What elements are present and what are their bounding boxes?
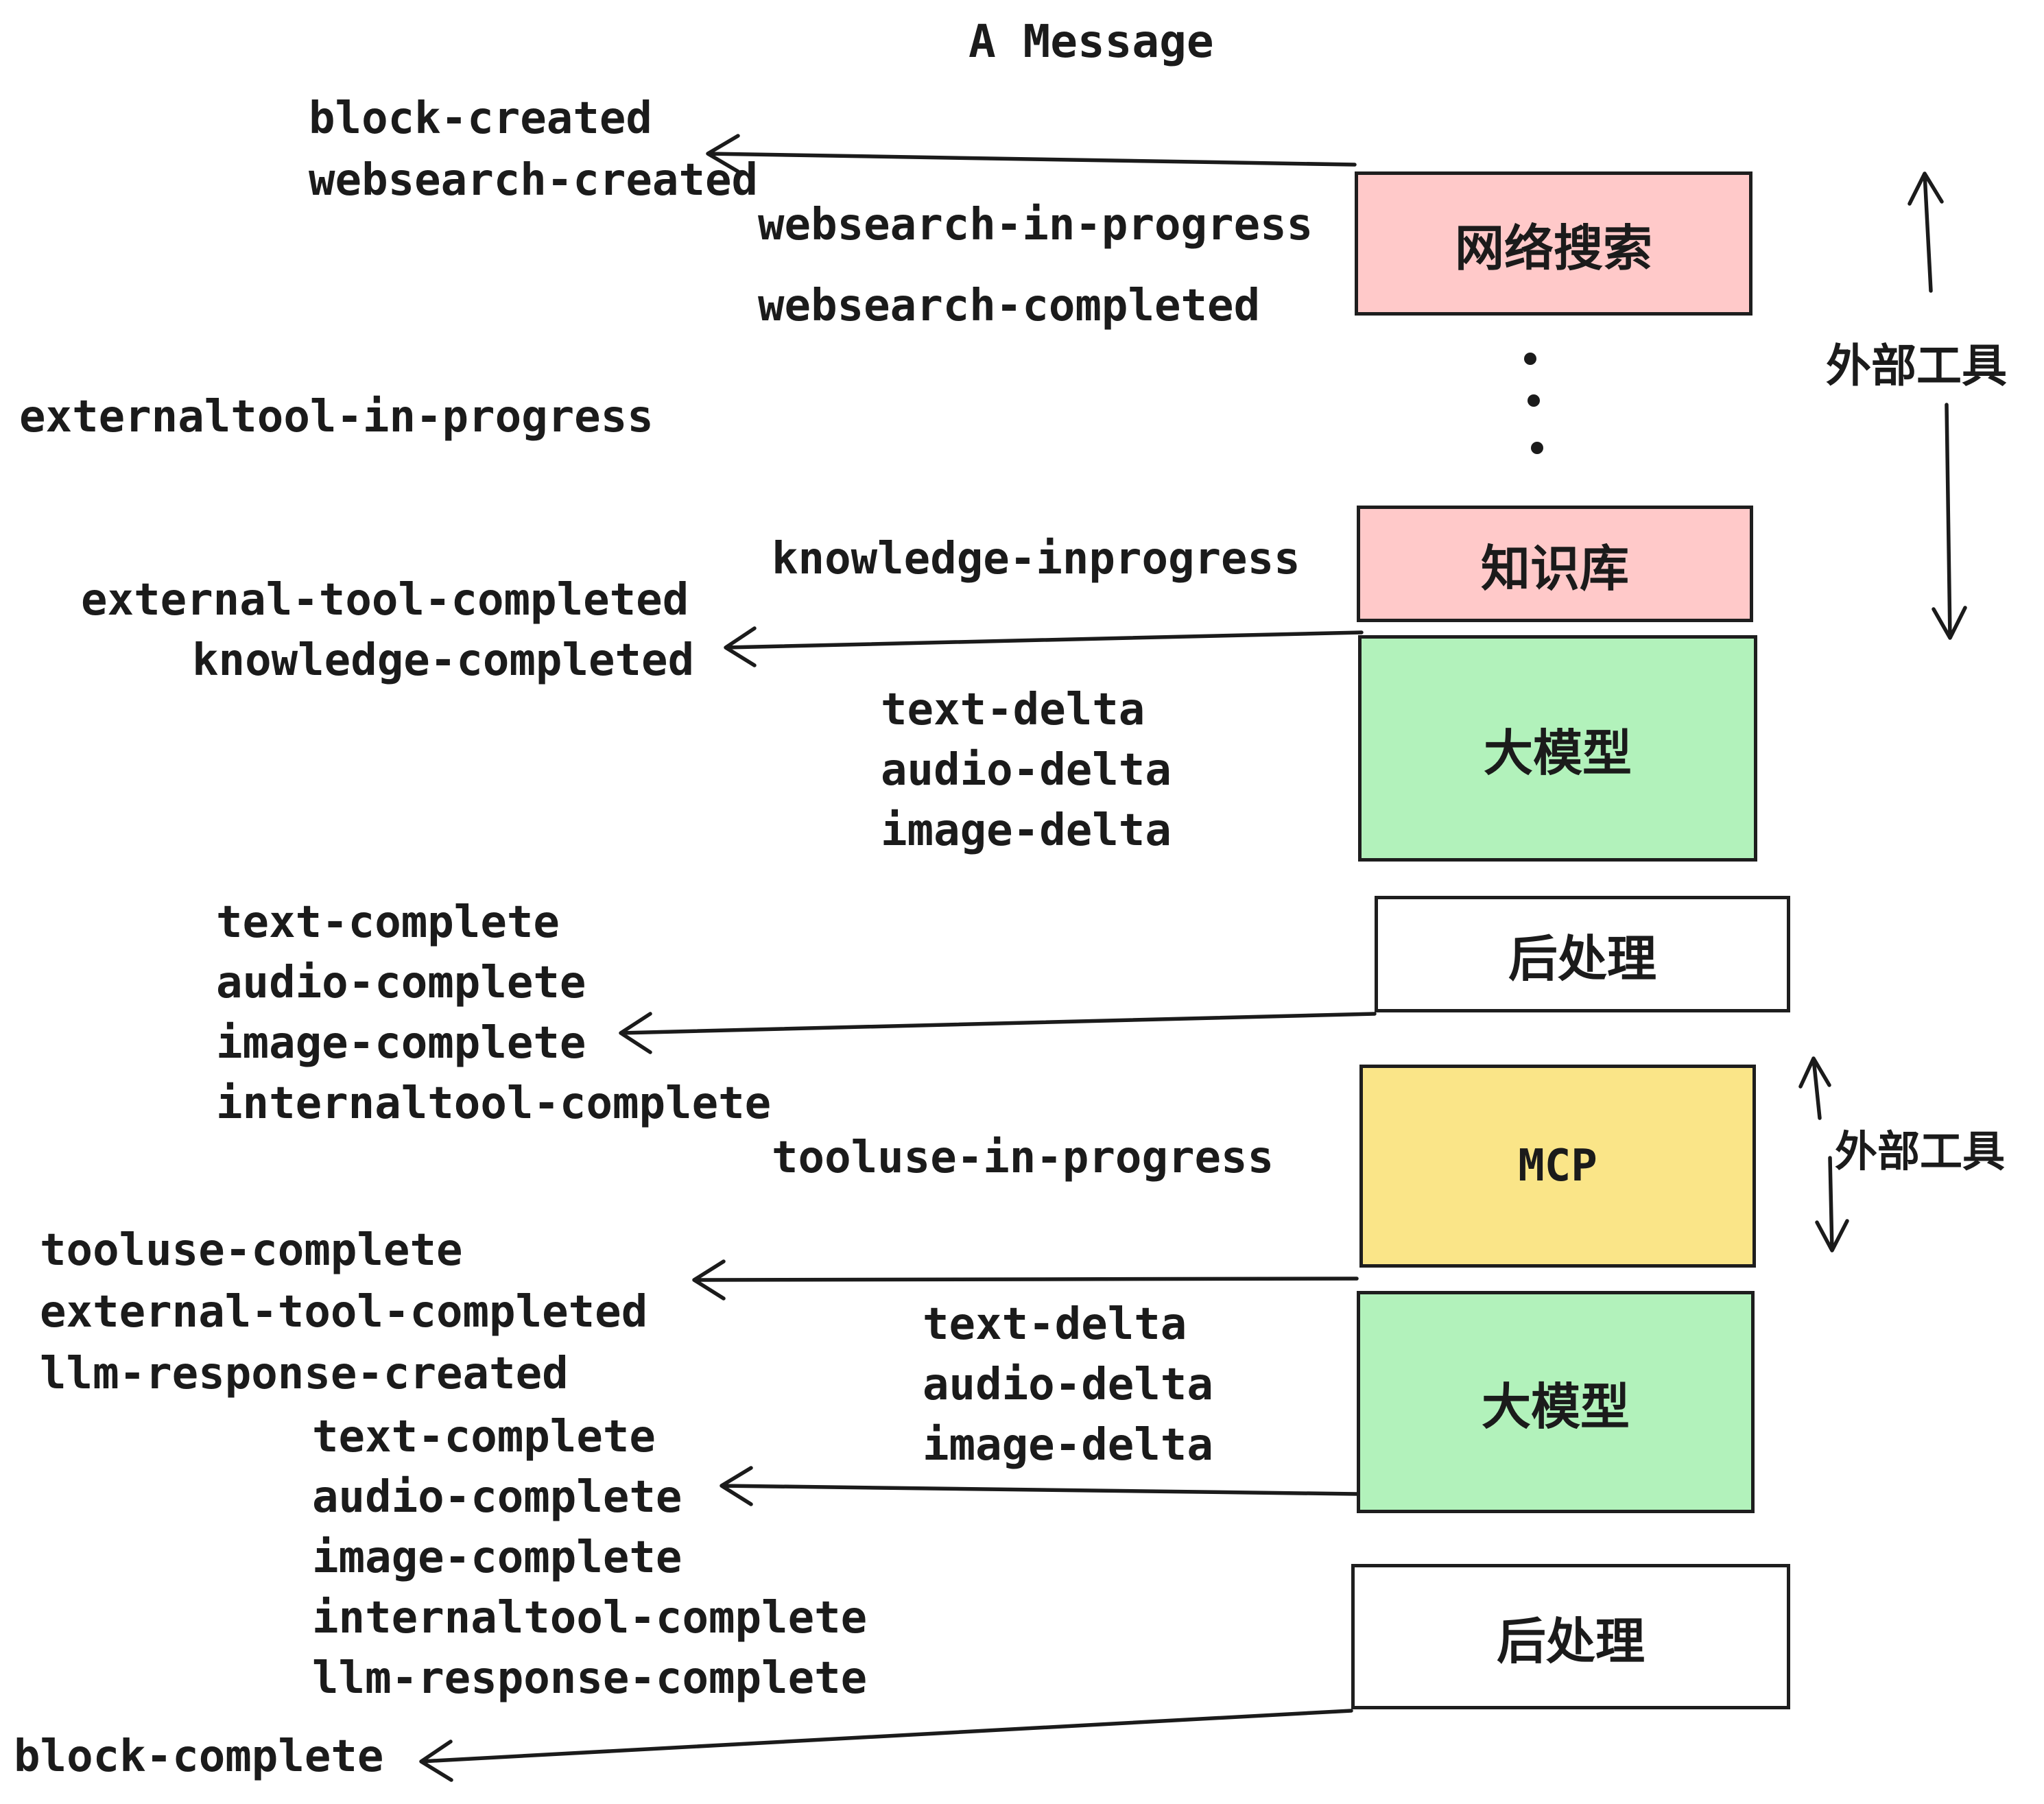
arrow-external-tools-down-2 <box>1815 1156 1849 1253</box>
event-text-complete-1: text-complete <box>216 897 560 948</box>
event-image-delta-1: image-delta <box>881 805 1172 856</box>
box-postprocess-2: 后处理 <box>1351 1564 1790 1709</box>
event-llm-response-complete: llm-response-complete <box>312 1653 868 1704</box>
event-external-tool-completed: external-tool-completed <box>81 575 689 626</box>
event-externaltool-in-progress: externaltool-in-progress <box>19 392 654 442</box>
arrow-block-complete <box>419 1709 1353 1782</box>
event-tooluse-complete: tooluse-complete <box>40 1225 463 1276</box>
arrow-external-tools-up-1 <box>1908 171 1944 293</box>
event-text-delta-1: text-delta <box>881 685 1145 735</box>
event-websearch-in-progress: websearch-in-progress <box>758 200 1314 250</box>
event-websearch-created: websearch-created <box>309 155 759 206</box>
event-audio-complete-2: audio-complete <box>312 1472 682 1523</box>
event-image-complete-1: image-complete <box>216 1018 586 1069</box>
event-external-tool-completed-2: external-tool-completed <box>40 1287 648 1338</box>
arrow-external-tools-up-2 <box>1798 1056 1831 1120</box>
event-audio-delta-1: audio-delta <box>881 745 1172 796</box>
arrow-external-tools-down-1 <box>1932 403 1967 640</box>
arrow-complete-list-2 <box>720 1466 1359 1506</box>
event-block-complete: block-complete <box>14 1731 384 1782</box>
event-knowledge-inprogress: knowledge-inprogress <box>772 534 1300 584</box>
box-knowledge-base: 知识库 <box>1357 506 1753 622</box>
event-internaltool-complete-2: internaltool-complete <box>312 1593 868 1643</box>
event-knowledge-completed: knowledge-completed <box>192 635 695 686</box>
label-external-tools-top: 外部工具 <box>1826 340 2007 392</box>
box-llm-2: 大模型 <box>1357 1291 1755 1513</box>
event-image-delta-2: image-delta <box>923 1420 1213 1471</box>
arrow-tooluse-complete <box>692 1259 1359 1301</box>
event-text-complete-2: text-complete <box>312 1412 656 1462</box>
box-llm-1: 大模型 <box>1358 635 1757 862</box>
arrow-knowledge-completed <box>724 626 1364 667</box>
event-llm-response-created: llm-response-created <box>40 1349 569 1399</box>
arrow-websearch-created <box>706 134 1357 174</box>
event-audio-delta-2: audio-delta <box>923 1360 1213 1410</box>
event-tooluse-in-progress: tooluse-in-progress <box>772 1132 1274 1183</box>
event-image-complete-2: image-complete <box>312 1532 682 1583</box>
box-mcp: MCP <box>1359 1065 1756 1268</box>
box-websearch: 网络搜索 <box>1355 171 1752 316</box>
event-internaltool-complete-1: internaltool-complete <box>216 1078 772 1129</box>
ellipsis-dots <box>1524 353 1543 454</box>
label-external-tools-bottom: 外部工具 <box>1835 1126 2006 1176</box>
event-block-created: block-created <box>309 93 652 144</box>
box-postprocess-1: 后处理 <box>1375 896 1790 1012</box>
event-websearch-completed: websearch-completed <box>758 281 1261 331</box>
diagram-title: A Message <box>968 15 1214 68</box>
event-text-delta-2: text-delta <box>923 1299 1187 1350</box>
arrow-complete-list-1 <box>619 1012 1377 1054</box>
event-audio-complete-1: audio-complete <box>216 958 586 1008</box>
